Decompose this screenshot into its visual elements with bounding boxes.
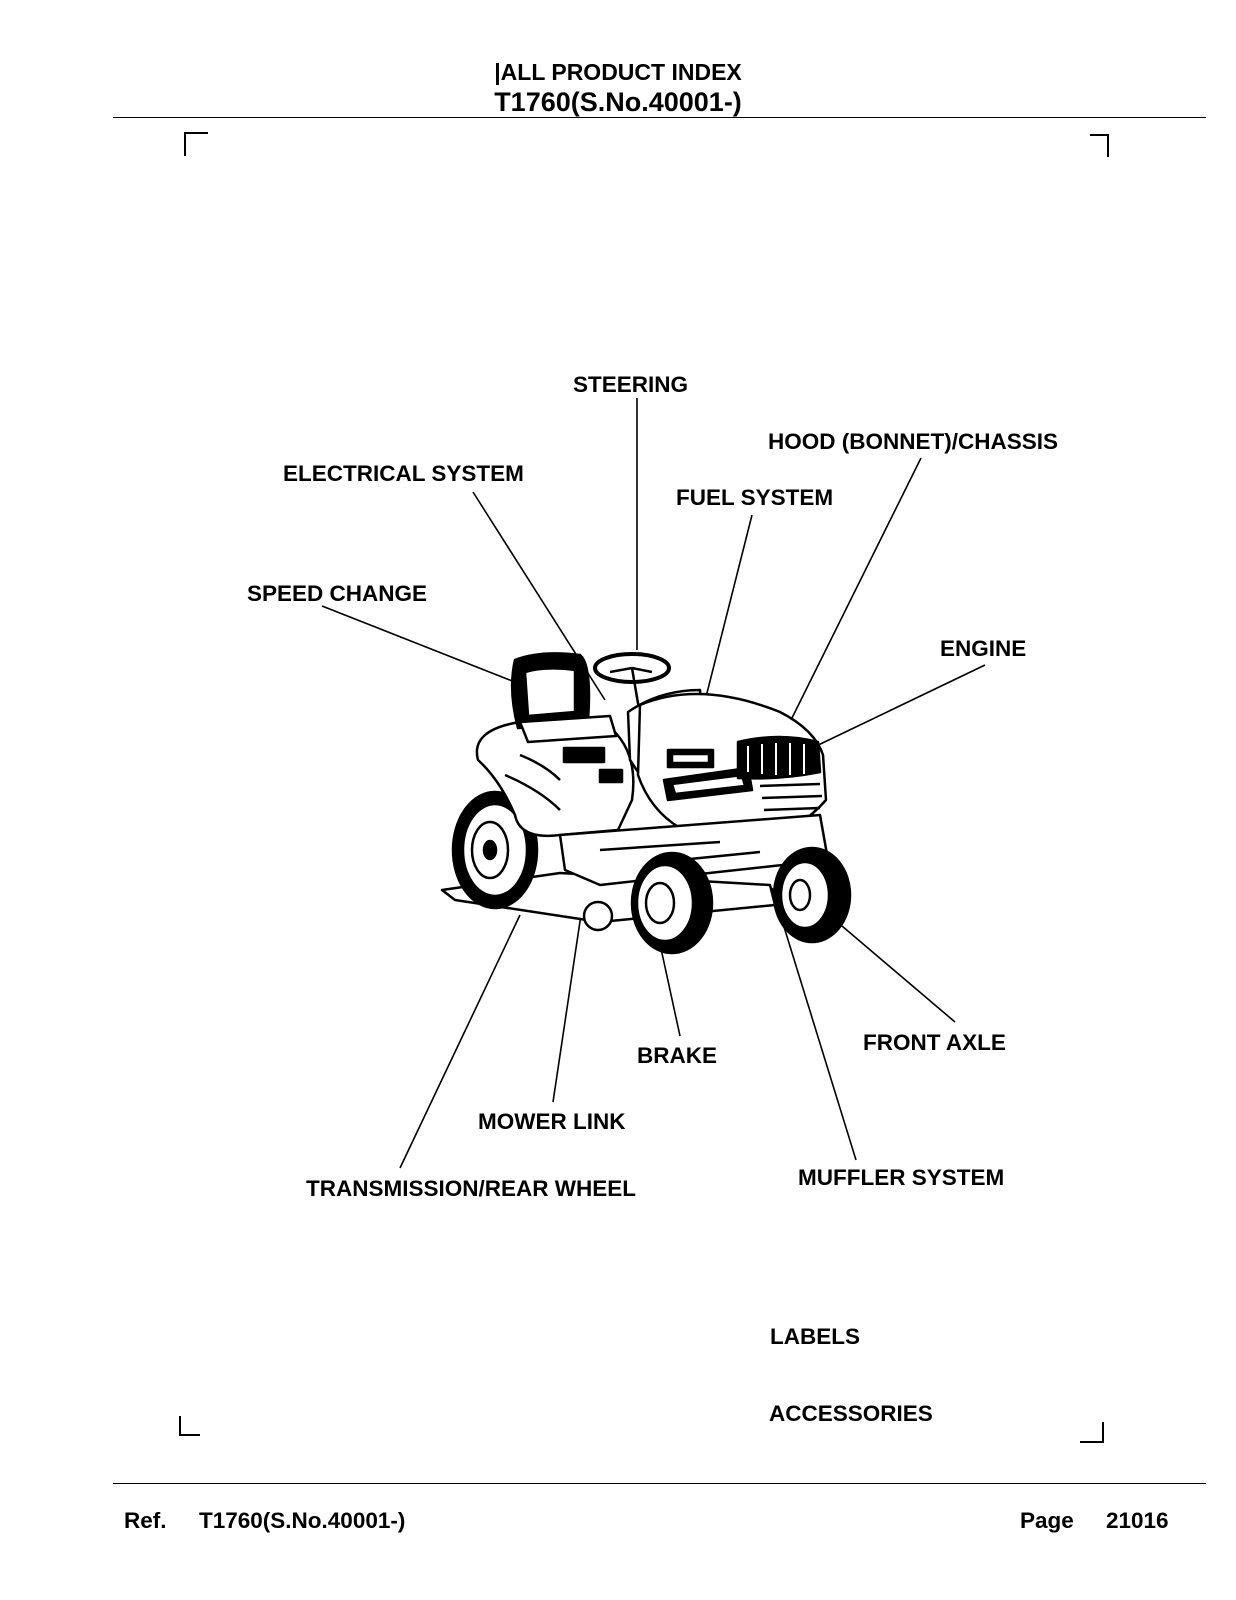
footer-page-label: Page <box>1020 1508 1074 1533</box>
callout-fuel-system[interactable]: FUEL SYSTEM <box>676 485 834 510</box>
callout-hood-chassis[interactable]: HOOD (BONNET)/CHASSIS <box>768 429 1059 454</box>
leader-hood <box>789 457 922 723</box>
callout-steering[interactable]: STEERING <box>573 372 689 397</box>
index-title[interactable]: |ALL PRODUCT INDEX <box>494 59 742 85</box>
leader-brake <box>659 943 681 1037</box>
callout-transmission-rear-wheel[interactable]: TRANSMISSION/REAR WHEEL <box>306 1176 637 1201</box>
front-wheel-near <box>630 851 714 955</box>
leader-front-axle <box>841 925 956 1023</box>
tractor-illustration <box>440 652 852 955</box>
callout-brake[interactable]: BRAKE <box>637 1043 718 1068</box>
callout-electrical-system[interactable]: ELECTRICAL SYSTEM <box>283 461 524 486</box>
header-rule <box>113 117 1206 118</box>
leader-engine <box>811 664 986 749</box>
crop-marks <box>179 132 1109 1443</box>
accessories-link[interactable]: ACCESSORIES <box>769 1401 933 1426</box>
footer-ref-model: T1760(S.No.40001-) <box>199 1508 406 1533</box>
grille <box>736 735 823 812</box>
leader-muffler <box>771 887 857 1161</box>
leader-speed-change <box>321 605 531 689</box>
callout-muffler-system[interactable]: MUFFLER SYSTEM <box>798 1165 1005 1190</box>
leader-transmission <box>399 914 521 1169</box>
model-title: T1760(S.No.40001-) <box>494 87 742 117</box>
frame <box>558 813 830 887</box>
gauge-wheel <box>582 900 614 932</box>
footer-page-number: 21016 <box>1106 1508 1169 1533</box>
footer-rule <box>113 1483 1206 1484</box>
front-wheel-far <box>772 846 852 944</box>
labels-link[interactable]: LABELS <box>770 1324 860 1349</box>
callout-speed-change[interactable]: SPEED CHANGE <box>247 581 428 606</box>
footer-ref-label: Ref. <box>124 1508 167 1533</box>
leader-mower-link <box>552 907 583 1103</box>
callout-engine[interactable]: ENGINE <box>940 636 1027 661</box>
callout-mower-link[interactable]: MOWER LINK <box>478 1109 626 1134</box>
callout-front-axle[interactable]: FRONT AXLE <box>863 1030 1006 1055</box>
hood <box>636 692 828 842</box>
